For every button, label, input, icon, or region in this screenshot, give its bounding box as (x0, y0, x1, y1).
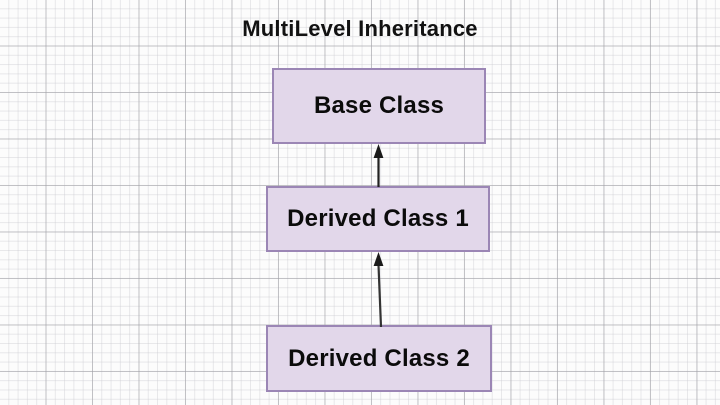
class-box-label: Derived Class 2 (288, 344, 470, 372)
arrow-shaft (377, 264, 383, 328)
page-title: MultiLevel Inheritance (242, 16, 478, 41)
class-box-label: Derived Class 1 (287, 205, 469, 232)
class-box-derived-class-1[interactable]: Derived Class 1 (266, 186, 490, 252)
class-box-base-class[interactable]: Base Class (272, 68, 486, 144)
arrow-head-icon (373, 252, 384, 266)
class-box-derived-class-2[interactable]: Derived Class 2 (266, 325, 492, 392)
inheritance-arrow-derived2-to-derived1 (373, 252, 384, 328)
inheritance-arrow-derived1-to-base (373, 144, 384, 187)
arrow-head-icon (373, 144, 384, 158)
class-box-label: Base Class (313, 92, 445, 119)
